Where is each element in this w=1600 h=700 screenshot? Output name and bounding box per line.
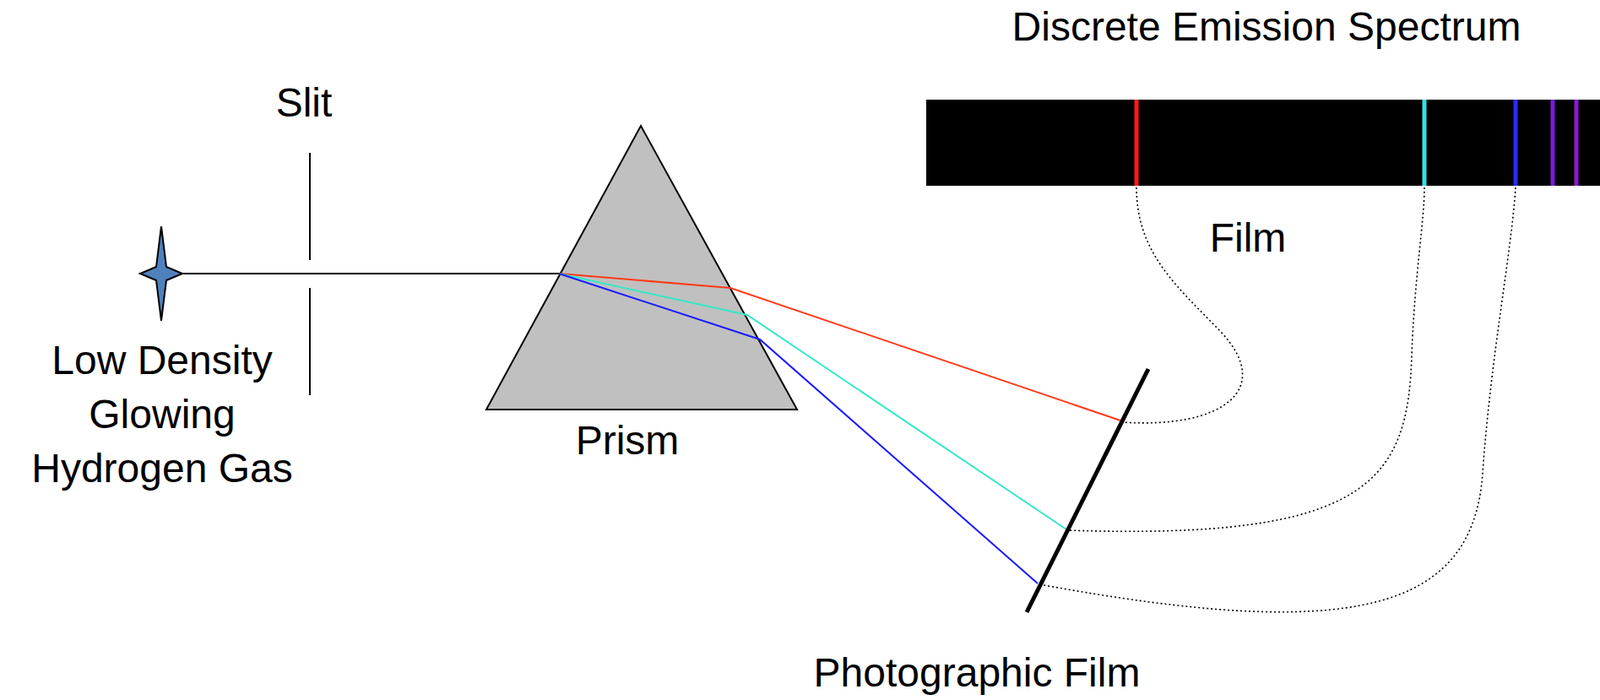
red-line [1134, 99, 1139, 186]
film-label: Film [1209, 211, 1287, 266]
spectrum-title: Discrete Emission Spectrum [1012, 0, 1522, 55]
cyan-line [1422, 99, 1427, 186]
slit-jaw [309, 152, 311, 261]
light-beam [182, 272, 559, 275]
source-label: Low Density Glowing Hydrogen Gas [5, 333, 319, 496]
cyan-ray [558, 273, 1067, 530]
violet-line [1551, 99, 1556, 186]
violet-line [1574, 99, 1579, 186]
leader-curve [1039, 187, 1516, 613]
film-plate-label: Photographic Film [813, 645, 1141, 700]
prism-label: Prism [575, 413, 680, 468]
slit-label: Slit [276, 75, 333, 131]
slit-jaw [309, 287, 311, 396]
blue-ray [558, 273, 1038, 584]
leader-curve [1068, 187, 1425, 532]
red-ray [558, 273, 1121, 421]
film-plate [1026, 368, 1149, 613]
blue-line [1513, 99, 1519, 186]
prism-shape [486, 125, 798, 410]
spectrum-strip [926, 99, 1600, 186]
light-source [140, 226, 183, 321]
